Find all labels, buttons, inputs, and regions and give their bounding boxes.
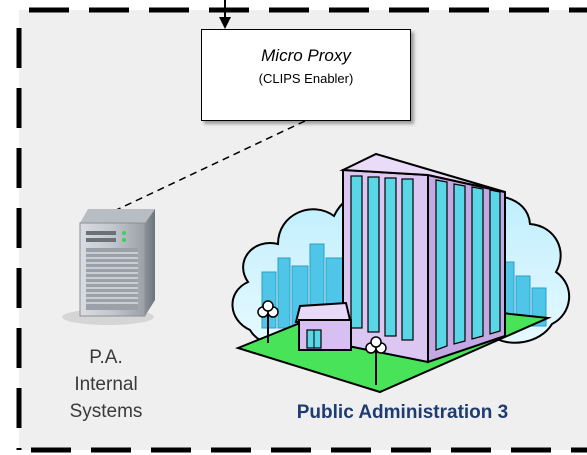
incoming-arrow	[219, 0, 231, 29]
proxy-subtitle: (CLIPS Enabler)	[258, 71, 354, 86]
office-building-icon	[231, 152, 571, 394]
systems-label-line-3: Systems	[69, 401, 143, 422]
internal-systems-label: P.A. Internal Systems	[58, 344, 154, 425]
micro-proxy-box: Micro Proxy (CLIPS Enabler)	[201, 29, 411, 121]
server-tower-icon	[62, 209, 155, 325]
systems-label-line-1: P.A.	[89, 347, 123, 368]
proxy-title: Micro Proxy	[261, 46, 351, 65]
systems-label-line-2: Internal	[74, 374, 138, 395]
public-administration-label: Public Administration 3	[296, 402, 509, 423]
